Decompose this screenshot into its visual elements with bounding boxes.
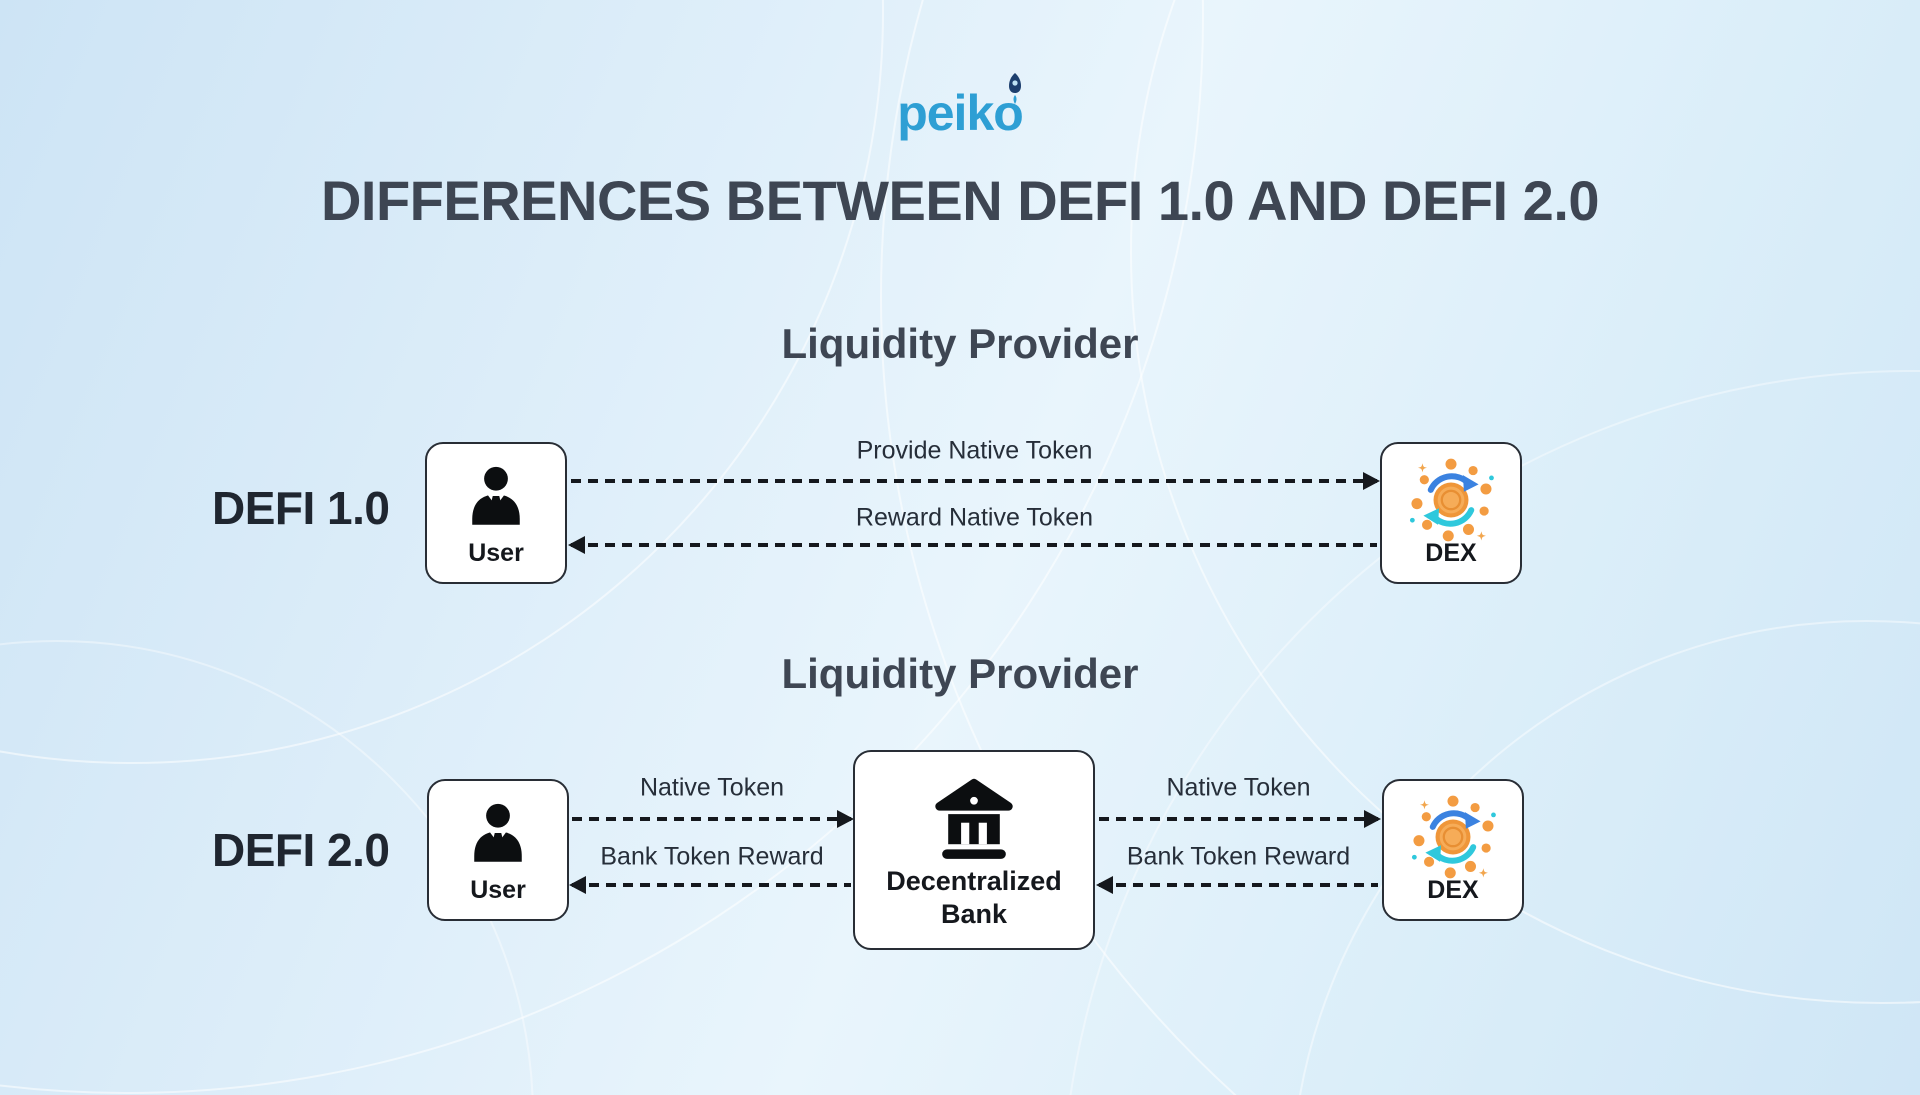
- dashed-arrow-right-icon: [1099, 817, 1378, 821]
- decentralized-bank-node: Decentralized Bank: [853, 750, 1095, 950]
- user-node-label: User: [468, 539, 524, 567]
- dashed-arrow-right-icon: [571, 479, 1377, 483]
- defi2-label: DEFI 2.0: [212, 824, 390, 876]
- defi1-label: DEFI 1.0: [212, 482, 390, 534]
- rocket-icon: [1008, 73, 1021, 104]
- dashed-arrow-right-icon: [572, 817, 851, 821]
- person-suit-icon: [472, 466, 520, 525]
- peiko-logo: peiko: [0, 73, 1920, 142]
- coin-exchange-icon: [1411, 795, 1496, 879]
- bank-node-label: Decentralized Bank: [886, 866, 1062, 929]
- user-node-label: User: [470, 876, 526, 904]
- dashed-arrow-left-icon: [1099, 883, 1378, 887]
- flow-native-token-label: Native Token: [1166, 773, 1311, 802]
- dex-node-label: DEX: [1427, 876, 1479, 904]
- dex-node-label: DEX: [1425, 539, 1477, 567]
- bank-building-icon: [935, 778, 1013, 859]
- dashed-arrow-left-icon: [572, 883, 851, 887]
- flow-bank-token-reward-label: Bank Token Reward: [600, 842, 824, 871]
- person-suit-icon: [474, 803, 522, 862]
- page-title: DIFFERENCES BETWEEN DEFI 1.0 AND DEFI 2.…: [320, 169, 1600, 232]
- defi2-dex-node: DEX: [1382, 779, 1524, 921]
- coin-exchange-icon: [1409, 458, 1494, 542]
- flow-provide-native-token-label: Provide Native Token: [856, 436, 1093, 465]
- flow-reward-native-token-label: Reward Native Token: [855, 503, 1094, 532]
- logo-wordmark: peiko: [897, 85, 1024, 141]
- defi1-dex-node: DEX: [1380, 442, 1522, 584]
- liquidity-provider-heading-1: Liquidity Provider: [781, 320, 1139, 367]
- defi1-user-node: User: [425, 442, 567, 584]
- flow-bank-token-reward-label: Bank Token Reward: [1126, 842, 1351, 871]
- dashed-arrow-left-icon: [571, 543, 1377, 547]
- flow-native-token-label: Native Token: [639, 773, 785, 802]
- liquidity-provider-heading-2: Liquidity Provider: [781, 650, 1139, 697]
- defi2-user-node: User: [427, 779, 569, 921]
